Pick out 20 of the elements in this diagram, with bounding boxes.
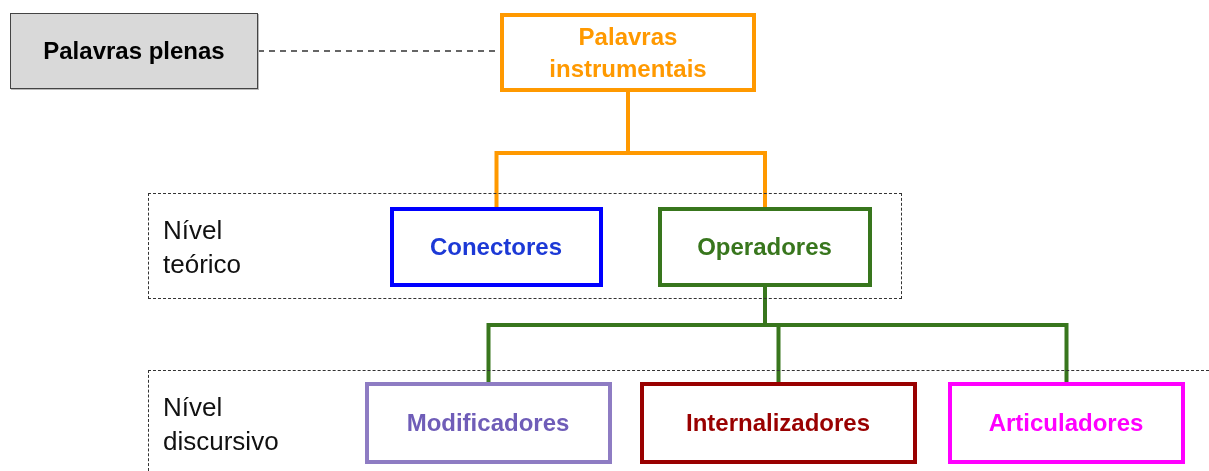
word-class-box bbox=[10, 13, 258, 89]
level-label: Nível teórico bbox=[163, 214, 243, 281]
connector-line bbox=[626, 92, 767, 207]
level-band bbox=[148, 193, 902, 299]
category-box bbox=[364, 381, 612, 464]
box-label: Internalizadores bbox=[685, 407, 871, 438]
category-box bbox=[389, 206, 603, 287]
box-label: Palavras plenas bbox=[42, 36, 226, 67]
level-band bbox=[148, 370, 1209, 471]
box-label: Conectores bbox=[429, 231, 562, 262]
connector-line bbox=[763, 287, 1069, 382]
box-label: Palavras instrumentais bbox=[548, 22, 708, 84]
box-label: Articuladores bbox=[988, 407, 1144, 438]
level-label: Nível discursivo bbox=[163, 391, 280, 458]
category-box bbox=[657, 206, 872, 287]
box-label: Modificadores bbox=[406, 407, 570, 438]
category-box bbox=[947, 381, 1185, 464]
category-box bbox=[500, 13, 756, 92]
category-box bbox=[639, 381, 917, 464]
box-label: Operadores bbox=[697, 231, 832, 262]
